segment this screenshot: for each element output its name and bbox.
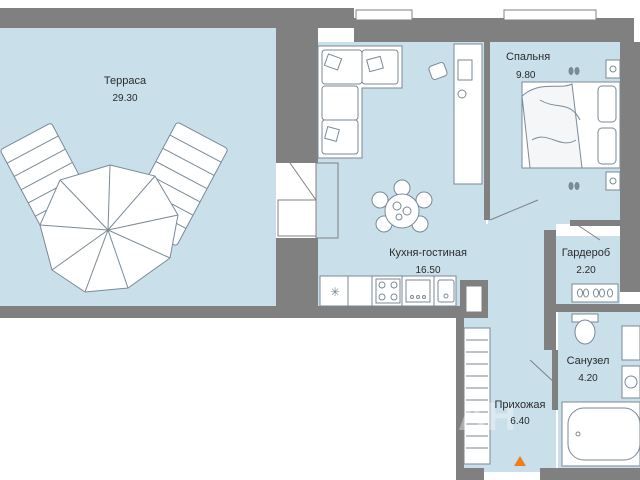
room-area-wardrobe: 2.20: [576, 265, 596, 276]
wall-bedroom-bottom-r: [570, 220, 620, 226]
toilet-icon: [571, 313, 599, 345]
wall-top-left: [0, 8, 354, 28]
room-area-bathroom: 4.20: [578, 373, 598, 384]
room-name-wardrobe: Гардероб: [562, 247, 610, 259]
windows: [277, 9, 597, 237]
window-1: [355, 9, 413, 21]
stove-icon: [375, 278, 401, 304]
slippers-icon: [568, 67, 580, 190]
room-area-bedroom: 9.80: [516, 70, 536, 81]
room-name-hallway: Прихожая: [495, 399, 546, 411]
wall-wardrobe-bottom: [556, 304, 640, 312]
table-chairs-icon: [371, 179, 433, 233]
kitchen-hall-opening: [465, 285, 483, 313]
wall-terrace-right: [276, 28, 318, 163]
labels: Терраса 29.30 Спальня 9.80 Кухня-гостина…: [104, 51, 610, 427]
room-name-bedroom: Спальня: [506, 51, 550, 63]
window-3: [277, 199, 317, 237]
oven-icon: [405, 279, 431, 303]
bed-icon: [521, 81, 621, 169]
room-area-hallway: 6.40: [510, 416, 530, 427]
nightstand-top: [605, 59, 621, 79]
wall-kitchen-bottom: [276, 306, 460, 318]
watermark: ЦИАН: [400, 395, 516, 439]
umbrella-icon: [39, 164, 179, 293]
entrance-arrow-icon: [514, 456, 526, 466]
wall-terrace-right-low: [276, 238, 318, 318]
window-2: [503, 9, 597, 21]
wall-right: [620, 42, 640, 292]
shoe-rack-icon: [571, 283, 619, 303]
wall-top-mid: [354, 18, 634, 42]
room-area-terrace: 29.30: [112, 93, 137, 104]
nightstand-bottom: [605, 171, 621, 191]
sink-icon: [437, 279, 455, 303]
hall-closet-icon: [463, 327, 491, 465]
room-area-kitchen: 16.50: [415, 265, 440, 276]
wall-bath-left: [552, 350, 558, 410]
sofa-icon: [317, 45, 403, 159]
washing-machine-icon: [621, 365, 640, 399]
walls: [0, 8, 640, 480]
wall-bottom-right: [540, 468, 640, 480]
wall-bottom-left: [464, 468, 484, 480]
room-name-bathroom: Санузел: [567, 355, 610, 367]
doors: [485, 110, 601, 385]
room-name-terrace: Терраса: [104, 75, 147, 87]
wall-terrace-bottom: [0, 306, 276, 318]
wall-wardrobe-left: [544, 230, 556, 350]
terrace-door: [289, 162, 339, 239]
room-name-kitchen: Кухня-гостиная: [389, 247, 467, 259]
wall-kitchen-bedroom: [484, 42, 490, 220]
svg-text:✳: ✳: [330, 285, 340, 299]
wall-hall-left: [456, 318, 464, 480]
desk-icon: [428, 43, 483, 185]
bath-sink-icon: [621, 325, 640, 361]
bathtub-icon: [561, 401, 640, 467]
